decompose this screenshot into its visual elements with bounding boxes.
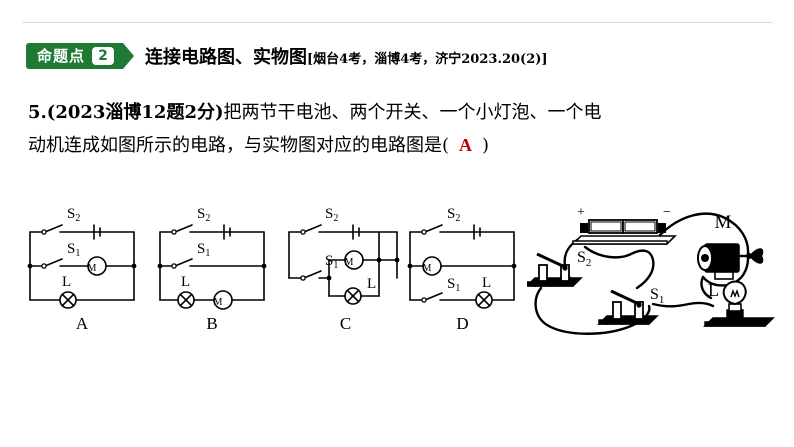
circuit-a-label-l: L	[62, 274, 71, 290]
switch-s1[interactable]: S1	[597, 286, 664, 325]
realistic-label-s1: S1	[650, 286, 664, 306]
circuit-b-label-m: M	[214, 297, 223, 308]
exam-point-label: 命题点	[37, 46, 86, 65]
circuit-d-label-l: L	[482, 275, 491, 291]
circuit-b-label-s1: S1	[197, 241, 210, 259]
realistic-label-m: M	[715, 212, 732, 233]
page-title: 连接电路图、实物图[烟台4考，淄博4考，济宁2023.20(2)]	[145, 43, 548, 69]
circuit-b-caption: B	[206, 314, 218, 333]
page-title-text: 连接电路图、实物图	[145, 47, 308, 68]
circuit-b-svg: S2 S1 L M	[157, 206, 267, 310]
battery-plus-label: +	[577, 205, 585, 220]
realistic-label-l: L	[708, 280, 719, 300]
page-top-divider	[22, 22, 772, 23]
circuit-d-label-m: M	[423, 263, 432, 274]
exam-point-badge: 命题点 2	[26, 43, 135, 69]
section-header: 命题点 2 连接电路图、实物图[烟台4考，淄博4考，济宁2023.20(2)]	[26, 41, 548, 71]
circuit-a-nodes	[27, 229, 137, 269]
question-line1: 把两节干电池、两个开关、一个小灯泡、一个电	[223, 102, 602, 123]
switch-s2[interactable]: S2	[525, 249, 591, 287]
realistic-svg: + − S2	[525, 205, 775, 335]
circuit-a-label-m: M	[88, 263, 97, 274]
circuit-d-label-s2: S2	[447, 206, 460, 224]
circuit-d-caption: D	[456, 314, 469, 333]
circuit-a-svg: S2 S1 L M	[27, 206, 137, 309]
motor-device: M	[697, 212, 764, 280]
circuit-c-label-s2: S2	[325, 206, 338, 224]
answer-close-paren: )	[482, 135, 490, 156]
circuit-option-c: S2 S1 L M C	[283, 196, 408, 333]
realistic-label-s2: S2	[577, 249, 591, 269]
circuit-option-a: S2 S1 L M A	[22, 196, 142, 333]
circuit-c-caption: C	[339, 314, 352, 333]
page-title-source: [烟台4考，淄博4考，济宁2023.20(2)]	[307, 52, 548, 67]
question-number: 5.	[28, 102, 47, 123]
question-line2: 动机连成如图所示的电路，与实物图对应的电路图是(	[28, 135, 450, 156]
question-stem: 5.(2023淄博12题2分)把两节干电池、两个开关、一个小灯泡、一个电 动机连…	[28, 96, 768, 162]
battery-holder: + −	[571, 205, 677, 245]
circuit-b-label-s2: S2	[197, 206, 210, 224]
lamp-device: L	[703, 280, 775, 327]
circuit-a-label-s2: S2	[67, 206, 80, 224]
answer-letter: A	[459, 135, 473, 155]
circuit-option-d: S2 S1 L M D	[400, 196, 525, 333]
circuit-option-b: S2 S1 L M B	[152, 196, 272, 333]
realistic-wiring-diagram: + − S2	[525, 192, 789, 347]
circuit-c-svg: S2 S1 L M	[288, 206, 400, 305]
circuit-a-label-s1: S1	[67, 241, 80, 259]
circuit-c-label-l: L	[367, 276, 376, 292]
exam-point-number: 2	[92, 47, 115, 65]
circuit-c-label-s1: S1	[325, 253, 338, 271]
circuit-a-caption: A	[75, 314, 89, 333]
battery-minus-label: −	[663, 205, 671, 220]
circuit-d-label-s1: S1	[447, 276, 460, 294]
circuit-d-svg: S2 S1 L M	[407, 206, 517, 309]
figure-area: S2 S1 L M A	[0, 196, 794, 346]
question-source-tag: (2023淄博12题2分)	[46, 102, 224, 123]
circuit-c-label-m: M	[345, 257, 354, 268]
circuit-b-label-l: L	[181, 274, 190, 290]
